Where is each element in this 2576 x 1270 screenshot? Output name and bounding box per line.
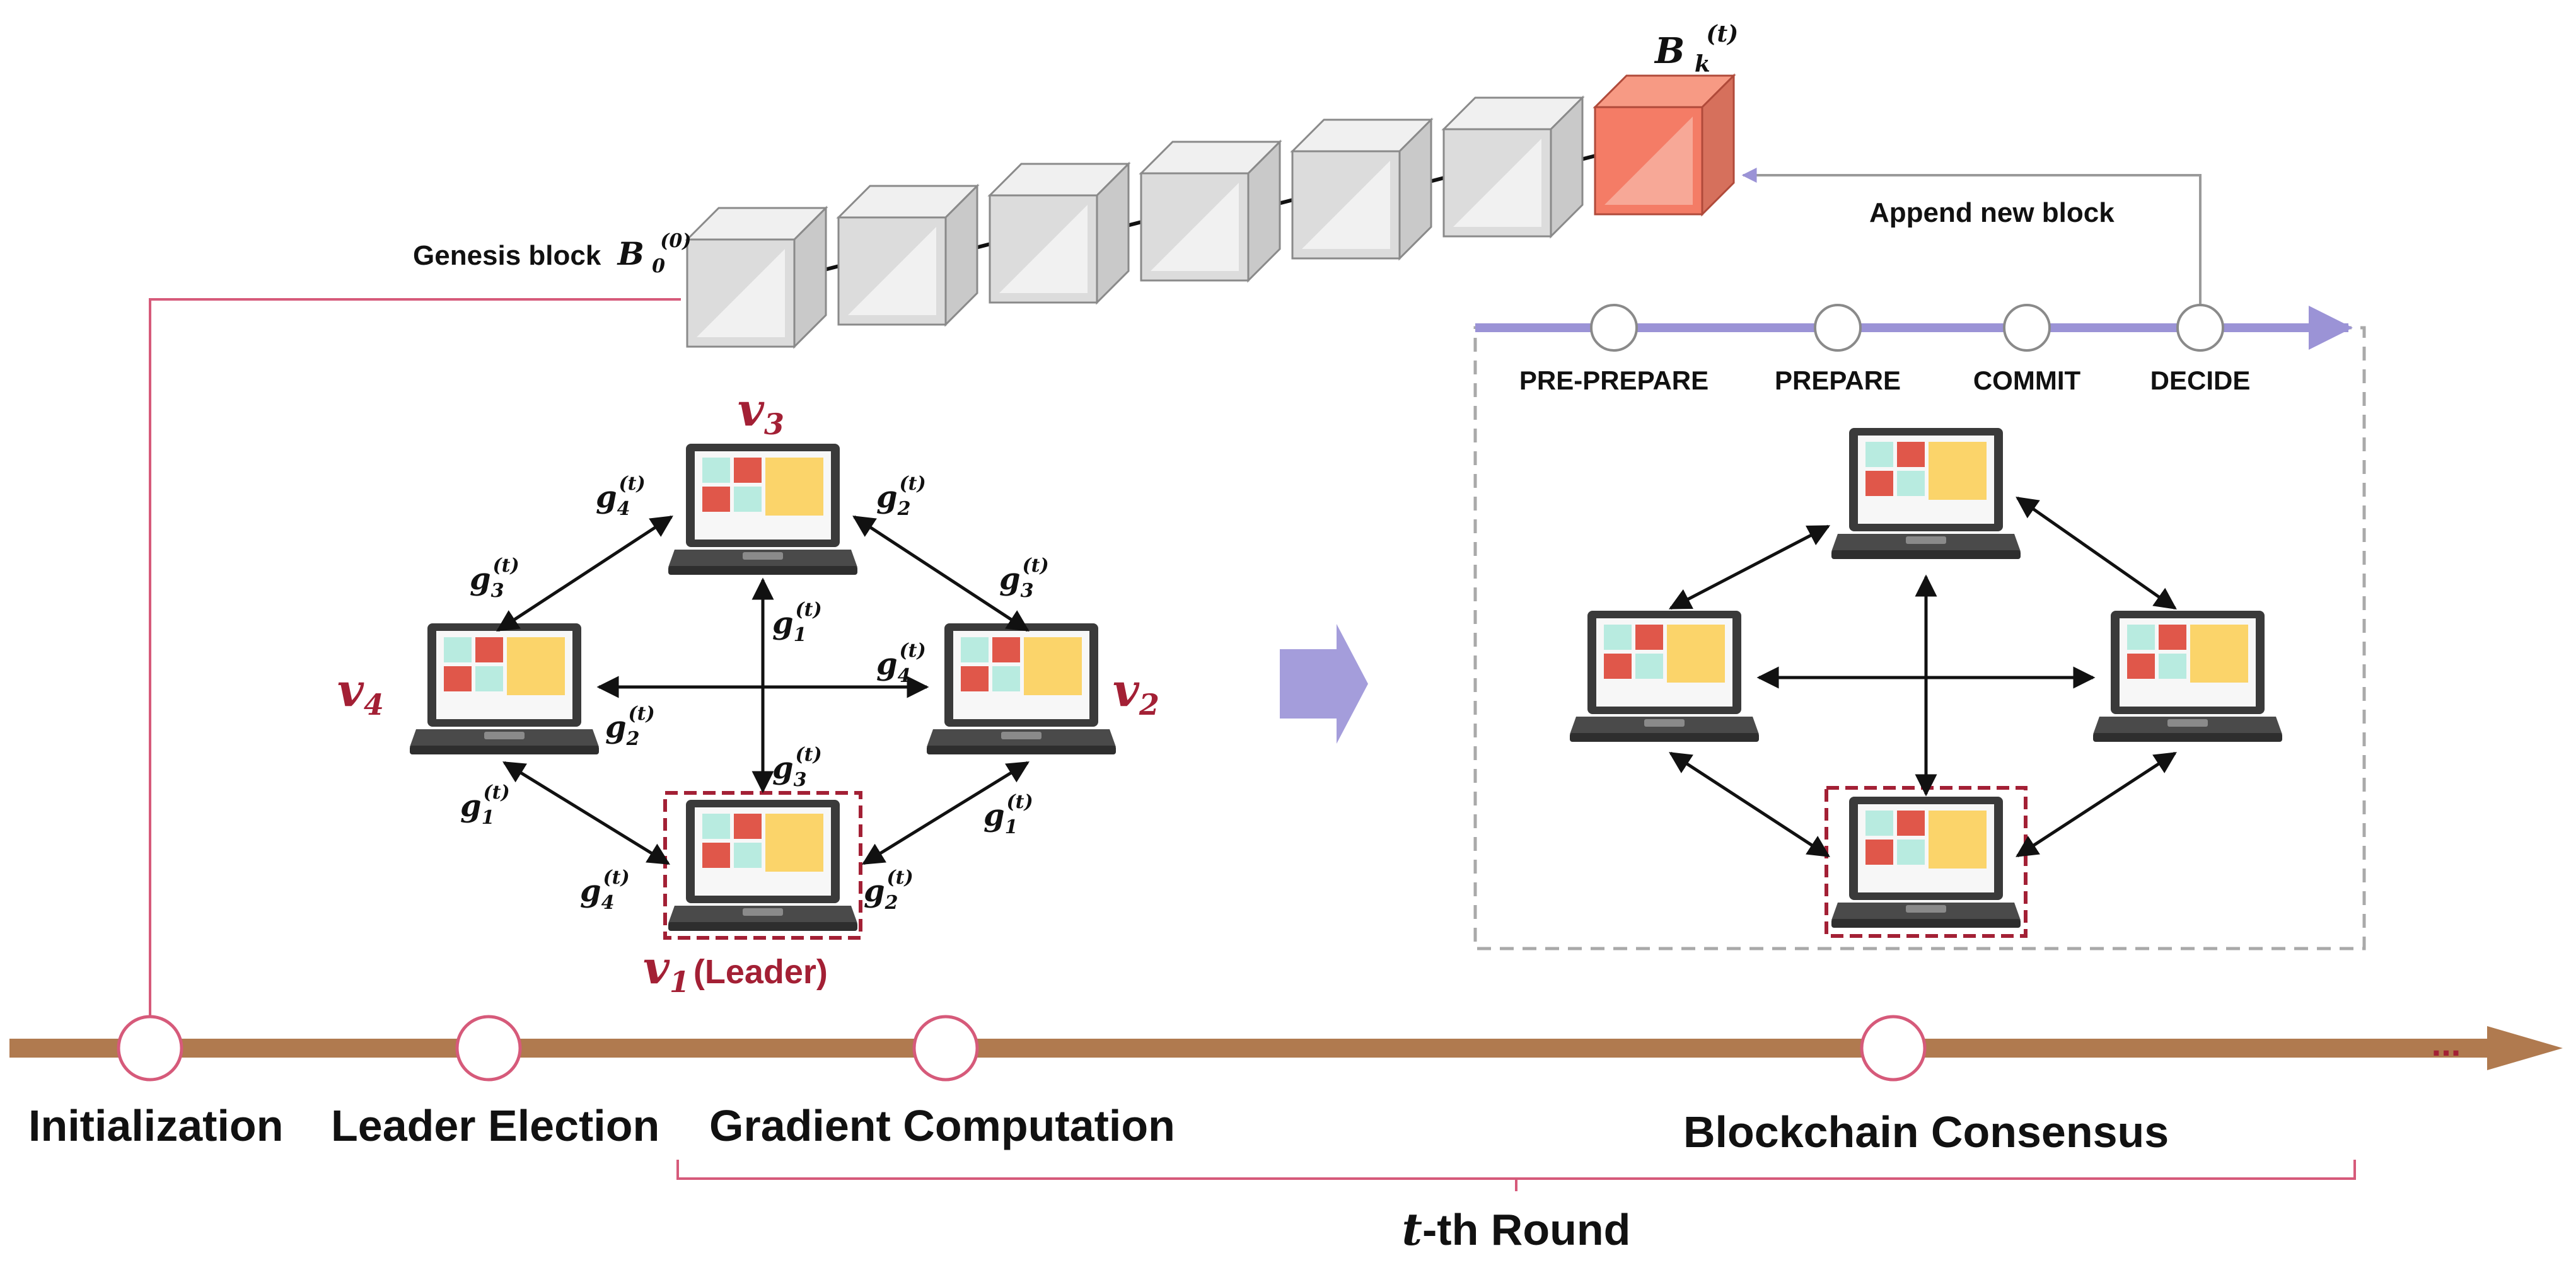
edge-v3-v2: [852, 515, 1030, 632]
edge-v3-v4: [496, 515, 673, 632]
init-to-genesis-link: [149, 298, 681, 1048]
stage-node-leader-election: [455, 1015, 522, 1082]
laptop-v2: [927, 623, 1116, 754]
round-brace: [676, 1160, 2356, 1191]
phase-label: PRE-PREPARE: [1519, 366, 1709, 395]
timeline-bar: [9, 1039, 2497, 1058]
block: [1442, 96, 1584, 238]
consensus-panel: PRE-PREPARE PREPARE COMMIT DECIDE: [1473, 304, 2366, 950]
phase-node-prepare: [1814, 304, 1862, 352]
phase-label: COMMIT: [1973, 366, 2081, 395]
genesis-label: Genesis block B 0 (0): [413, 230, 691, 279]
block: [989, 163, 1130, 304]
laptop-v3: [668, 444, 857, 575]
gradient-label: g1(t): [772, 599, 822, 646]
stage-node-blockchain-consensus: [1860, 1015, 1927, 1082]
timeline: ... Initialization Leader Election Gradi…: [9, 1015, 2563, 1256]
gradient-label: g2(t): [605, 703, 655, 750]
gradient-network: v3 v4 v2 v1(Leader) g4(t) g2(t) g3(t) g1…: [337, 383, 1159, 999]
consensus-laptop-right: [2093, 611, 2282, 742]
stage-node-initialization: [117, 1015, 183, 1082]
block: [837, 185, 978, 326]
gradient-label: g3(t): [470, 555, 519, 602]
new-block: [1594, 74, 1735, 216]
consensus-laptop-leader: [1831, 797, 2021, 928]
stage-label-initialization: Initialization: [28, 1101, 283, 1150]
gradient-label: g3(t): [999, 555, 1049, 602]
gradient-label: g1(t): [460, 782, 510, 829]
node-label-v2: v2: [1113, 663, 1159, 722]
phase-node-commit: [2003, 304, 2051, 352]
consensus-edge: [2016, 751, 2177, 858]
phase-node-decide: [2176, 304, 2224, 352]
gradient-label: g4(t): [596, 473, 646, 520]
timeline-arrowhead: [2487, 1026, 2563, 1070]
node-label-v3: v3: [738, 383, 784, 441]
stage-label-leader-election: Leader Election: [331, 1101, 659, 1150]
big-right-arrow: [1280, 624, 1368, 744]
blockchain: Genesis block B 0 (0) B k (t) Append new…: [413, 21, 2115, 348]
new-block-label: B k (t): [1654, 21, 1738, 79]
stage-label-gradient-computation: Gradient Computation: [709, 1101, 1175, 1150]
block: [1291, 118, 1432, 260]
stage-label-blockchain-consensus: Blockchain Consensus: [1683, 1107, 2169, 1157]
append-arrow: [1741, 168, 2202, 312]
gradient-label: g3(t): [772, 744, 822, 791]
gradient-label: g1(t): [983, 791, 1033, 838]
phase-label: PREPARE: [1775, 366, 1901, 395]
node-label-v1: v1(Leader): [643, 940, 828, 999]
block: [1140, 141, 1281, 282]
round-label: t-th Round: [1402, 1203, 1631, 1256]
phase-node-preprepare: [1590, 304, 1638, 352]
gradient-label: g2(t): [864, 867, 914, 914]
timeline-ellipsis: ...: [2432, 1024, 2461, 1063]
consensus-laptop-left: [1570, 611, 1759, 742]
stage-node-gradient-computation: [912, 1015, 979, 1082]
laptop-v4: [410, 623, 599, 754]
node-label-v4: v4: [337, 663, 384, 722]
phase-label: DECIDE: [2150, 366, 2251, 395]
append-label: Append new block: [1869, 197, 2115, 228]
consensus-edge: [1668, 524, 1831, 610]
genesis-block: [686, 207, 827, 348]
gradient-label: g2(t): [876, 473, 926, 520]
gradient-label: g4(t): [580, 867, 630, 914]
consensus-laptop-top: [1831, 428, 2021, 559]
gradient-label: g4(t): [876, 640, 926, 687]
laptop-v1: [668, 800, 857, 931]
edge-v2-v1: [862, 761, 1030, 865]
consensus-edge: [2016, 496, 2177, 610]
edge-v4-v1: [502, 761, 670, 865]
consensus-edge: [1669, 751, 1830, 858]
